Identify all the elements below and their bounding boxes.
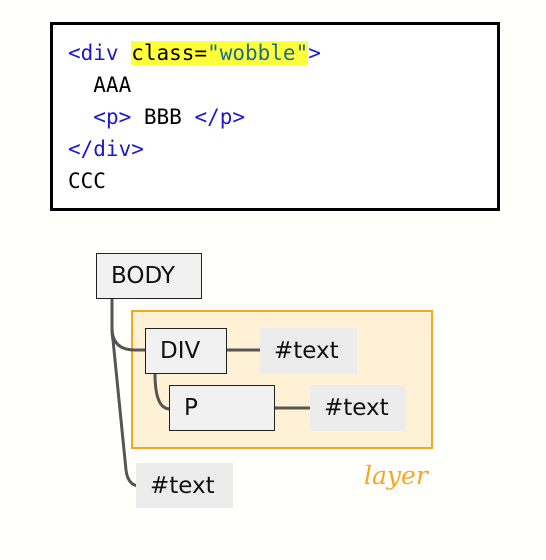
div-text-node: #text (260, 328, 357, 374)
body-node: BODY (96, 253, 202, 299)
body-to-text-connector (110, 298, 141, 488)
div-node: DIV (145, 328, 227, 374)
code-line-4: </div> (68, 137, 144, 161)
p-text-node: #text (310, 385, 406, 431)
layer-label: layer (364, 461, 428, 490)
div-open-tag-end: > (308, 41, 321, 65)
code-snippet: <div class="wobble"> AAA <p> BBB </p> </… (50, 22, 500, 211)
body-text-node: #text (136, 463, 233, 508)
code-line-2: AAA (68, 73, 132, 97)
p-close-tag: </p> (194, 105, 246, 129)
body-to-div-connector (110, 298, 146, 352)
code-line-3: <p> BBB </p> (68, 104, 245, 130)
p-node: P (169, 385, 275, 431)
p-open-tag: <p> (93, 105, 132, 129)
div-to-p-connector (153, 373, 171, 411)
code-line-1: <div class="wobble"> (68, 40, 321, 66)
code-line-5: CCC (68, 169, 106, 193)
div-open-tag: <div (68, 41, 132, 65)
class-attr-value: "wobble" (207, 41, 309, 65)
p-text: BBB (131, 105, 195, 129)
class-attr-name: class= (131, 41, 208, 65)
class-attribute: class="wobble" (131, 41, 309, 65)
